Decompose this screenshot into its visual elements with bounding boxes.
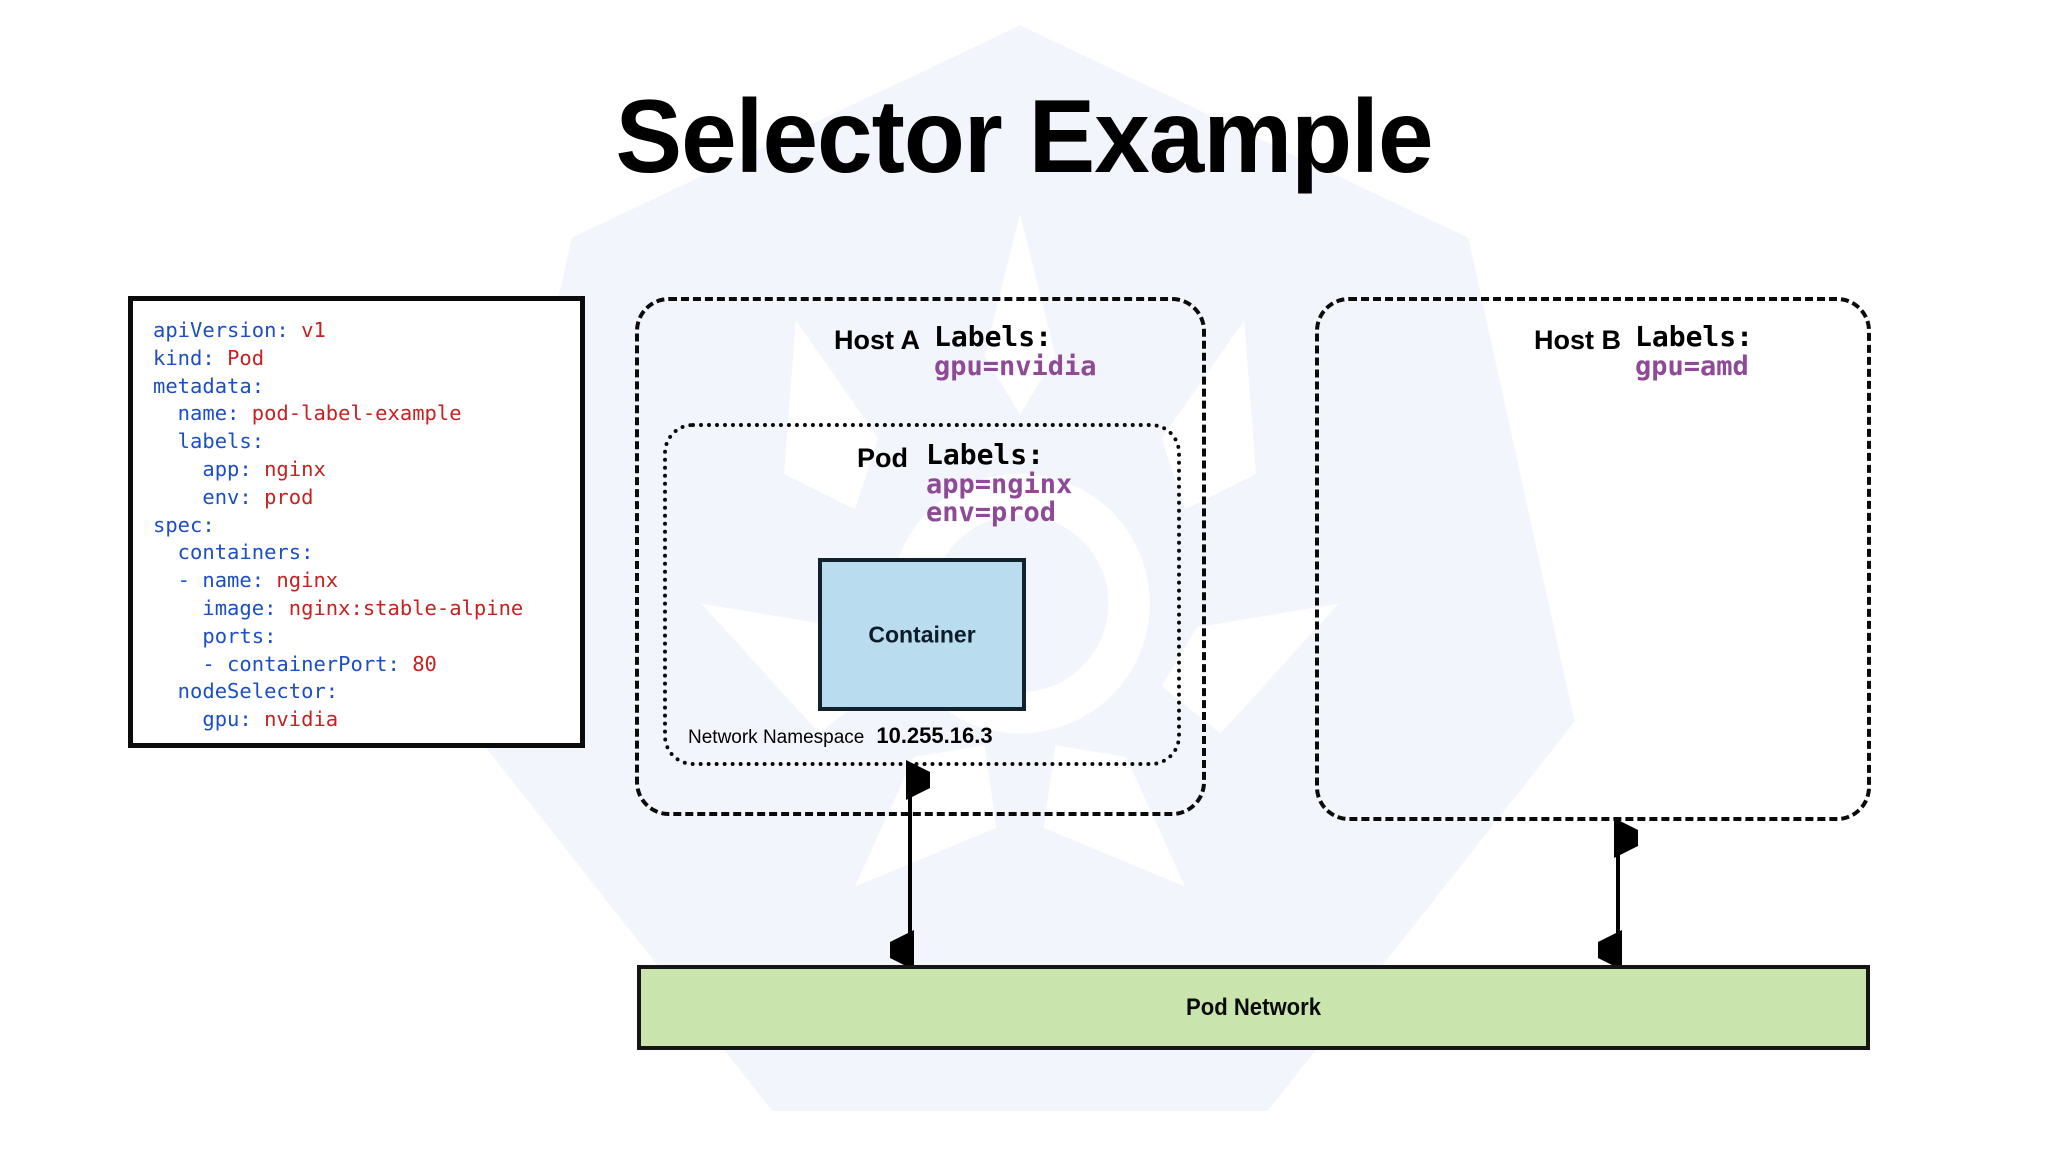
host-a-header: Host A Labels: gpu=nvidia — [834, 320, 1097, 382]
yaml-line: containers: — [153, 539, 523, 567]
yaml-line: labels: — [153, 428, 523, 456]
yaml-value: nginx — [276, 568, 339, 593]
yaml-key: metadata: — [153, 373, 265, 398]
pod-label-env: env=prod — [926, 497, 1057, 529]
host-b-to-network-arrow — [1598, 818, 1638, 970]
network-namespace-caption: Network Namespace 10.255.16.3 — [688, 723, 993, 749]
yaml-key: ports: — [153, 623, 277, 648]
pod-labels: Labels: app=nginx env=prod — [926, 438, 1073, 529]
pod-name: Pod — [857, 443, 908, 473]
yaml-key: kind: — [153, 345, 228, 370]
pod-network-label: Pod Network — [1186, 993, 1321, 1021]
yaml-key: image: — [153, 595, 289, 620]
yaml-key: labels: — [153, 429, 265, 454]
yaml-value: Pod — [227, 345, 265, 370]
host-b-label-gpu: gpu=amd — [1635, 350, 1749, 382]
yaml-key: nodeSelector: — [153, 679, 339, 704]
yaml-key: apiVersion: — [153, 318, 302, 342]
pod-network-bar: Pod Network — [637, 965, 1870, 1050]
yaml-line: app: nginx — [153, 456, 523, 484]
yaml-value: prod — [264, 484, 314, 509]
yaml-line: nodeSelector: — [153, 678, 523, 706]
host-a-labels: Labels: gpu=nvidia — [934, 320, 1097, 382]
yaml-line: metadata: — [153, 373, 523, 401]
yaml-line: - name: nginx — [153, 567, 523, 595]
yaml-line: - containerPort: 80 — [153, 651, 523, 679]
yaml-line: kind: Pod — [153, 345, 523, 373]
yaml-key: - name: — [153, 568, 277, 593]
yaml-key: gpu: — [153, 707, 265, 732]
yaml-value: 80 — [412, 651, 437, 676]
yaml-key: containers: — [153, 540, 314, 565]
yaml-key: env: — [153, 484, 265, 509]
host-b-header: Host B Labels: gpu=amd — [1534, 320, 1754, 382]
yaml-line: spec: — [153, 512, 523, 540]
yaml-key: spec: — [153, 512, 215, 537]
yaml-line: name: pod-label-example — [153, 400, 523, 428]
host-a-box: Host A Labels: gpu=nvidia — [635, 297, 1206, 816]
container-box: Container — [818, 558, 1026, 711]
yaml-line: gpu: nvidia — [153, 706, 523, 734]
yaml-value: pod-label-example — [251, 401, 462, 426]
yaml-value: nginx:stable-alpine — [288, 595, 524, 620]
container-label: Container — [868, 621, 976, 647]
yaml-line: image: nginx:stable-alpine — [153, 595, 523, 623]
host-a-labels-title: Labels: — [934, 320, 1053, 353]
pod-labels-title: Labels: — [926, 438, 1045, 471]
yaml-key: app: — [153, 456, 265, 481]
yaml-line: apiVersion: v1 — [153, 317, 523, 345]
network-namespace-label: Network Namespace — [688, 727, 865, 748]
yaml-value: nvidia — [264, 707, 339, 732]
host-a-name: Host A — [834, 325, 920, 355]
pod-label-app: app=nginx — [926, 468, 1073, 500]
yaml-line: env: prod — [153, 484, 523, 512]
host-b-box: Host B Labels: gpu=amd — [1315, 297, 1871, 821]
host-b-labels-title: Labels: — [1635, 320, 1754, 353]
yaml-key: - containerPort: — [153, 651, 413, 676]
pod-ip-address: 10.255.16.3 — [876, 723, 993, 748]
host-a-label-gpu: gpu=nvidia — [934, 350, 1097, 382]
host-b-labels: Labels: gpu=amd — [1635, 320, 1754, 382]
yaml-value: nginx — [264, 456, 326, 481]
yaml-value: v1 — [301, 318, 326, 342]
yaml-key: name: — [153, 401, 252, 426]
yaml-line: ports: — [153, 623, 523, 651]
host-b-name: Host B — [1534, 325, 1621, 355]
page-title: Selector Example — [615, 79, 1433, 195]
pod-header: Pod Labels: app=nginx env=prod — [857, 438, 1073, 529]
